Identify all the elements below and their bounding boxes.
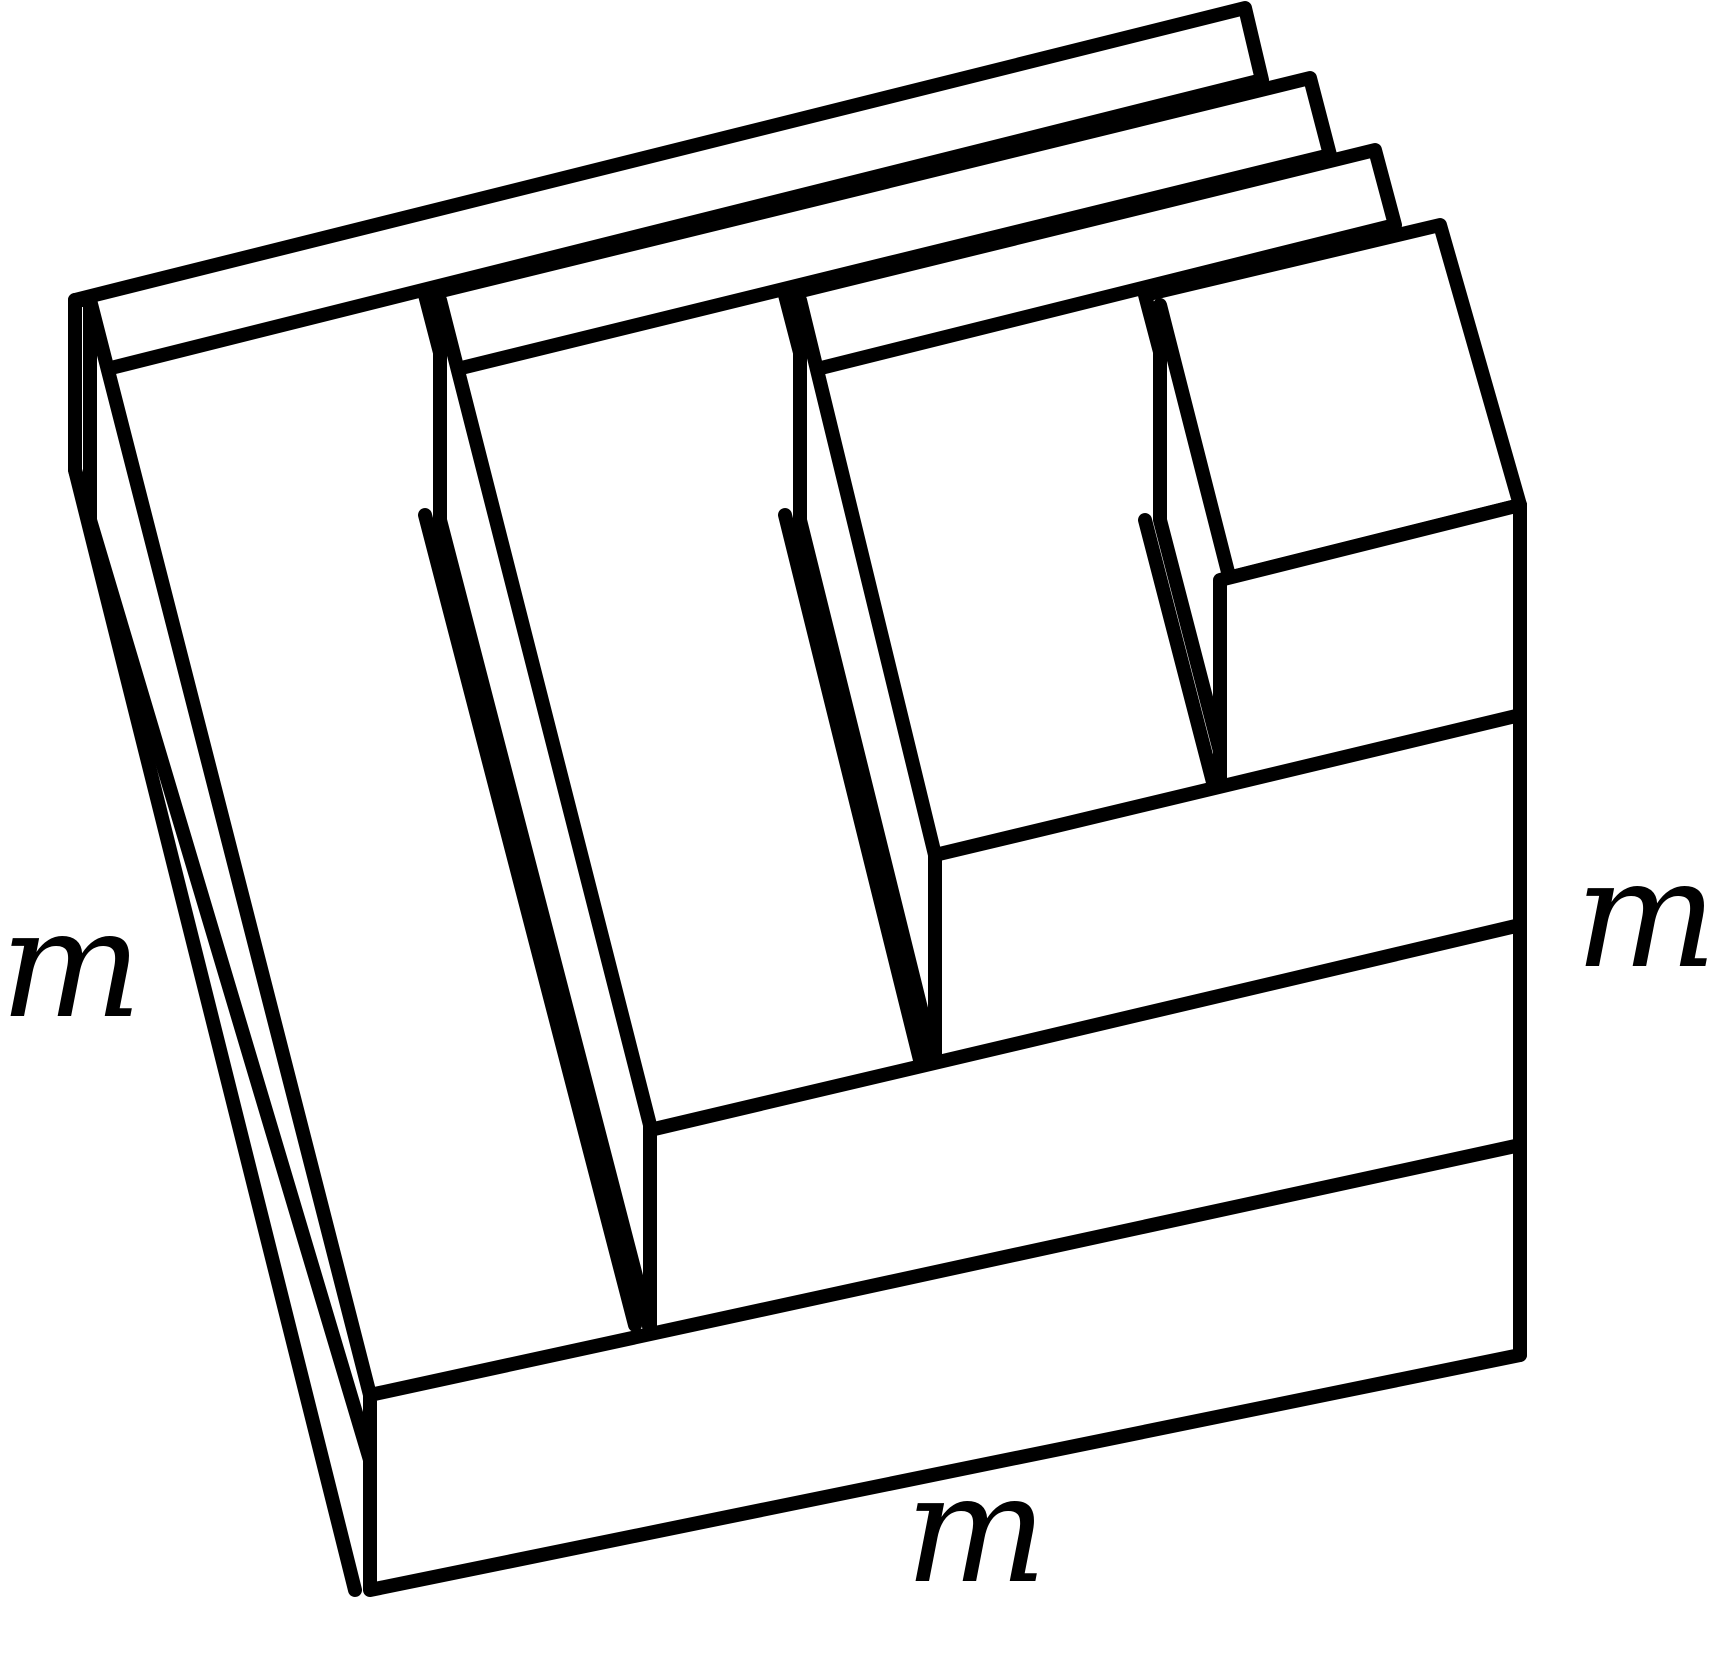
bottom-dimension-label: m — [905, 1443, 1048, 1617]
slab-1 — [68, 1, 1269, 1597]
slab-1-outer-edge — [68, 463, 362, 1597]
bars — [363, 498, 1527, 1597]
slab-4-outer-edge — [1138, 513, 1222, 797]
slab-2-front-face — [433, 293, 657, 1337]
right-dimension-label: m — [1575, 828, 1718, 1002]
slab-3-outer-edge — [778, 508, 927, 1067]
slab-2-outer-edge — [418, 508, 642, 1332]
left-dimension-label: m — [0, 878, 143, 1052]
slab-3 — [778, 143, 1402, 1072]
